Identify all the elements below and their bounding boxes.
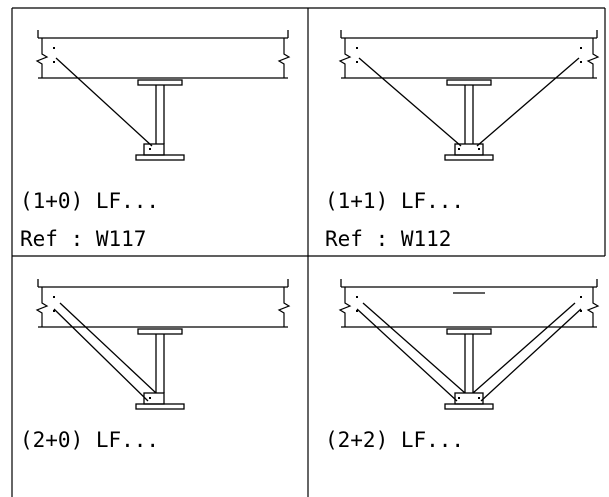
bolt-left-bottom: [53, 310, 55, 312]
bolt-right-top: [580, 296, 582, 298]
option-1-plus-1[interactable]: (1+1) LF... Ref : W112: [309, 8, 605, 256]
bolt-right-top: [580, 47, 582, 49]
brace-left: [55, 57, 153, 147]
option-drawing-2: [338, 30, 600, 161]
option-label: (2+0) LF...: [20, 428, 160, 452]
gusset-plate: [143, 392, 165, 405]
bolt-gusset-left: [458, 148, 460, 150]
beam-break-right: [277, 287, 291, 327]
bolt-left-bottom: [53, 61, 55, 63]
option-drawing-4: [338, 279, 600, 410]
bolt-left-top: [356, 47, 358, 49]
option-label: (1+0) LF...: [20, 189, 160, 213]
option-drawing-3: [35, 279, 291, 410]
bolt-left-top: [53, 296, 55, 298]
option-2-plus-2[interactable]: (2+2) LF...: [309, 257, 605, 495]
brace-left-a: [53, 308, 149, 402]
beam-break-right: [586, 287, 600, 327]
bolt-right-bottom: [580, 310, 582, 312]
brace-right-b: [472, 302, 576, 394]
bolt-gusset-left: [149, 148, 151, 150]
option-1-plus-0[interactable]: (1+0) LF... Ref : W117: [12, 8, 308, 256]
bolt-gusset-left: [149, 397, 151, 399]
brace-left: [358, 57, 462, 147]
bolt-left-bottom: [356, 61, 358, 63]
beam-break-left: [338, 38, 352, 78]
beam-break-right: [277, 38, 291, 78]
brace-right-a: [480, 308, 582, 402]
brace-right: [476, 57, 580, 147]
bolt-gusset-right: [478, 397, 480, 399]
beam-break-right: [586, 38, 600, 78]
bolt-gusset-right: [478, 148, 480, 150]
option-2-plus-0[interactable]: (2+0) LF...: [12, 257, 308, 495]
column-top-flange: [446, 328, 492, 335]
option-drawing-1: [35, 30, 291, 161]
bolt-left-bottom: [356, 310, 358, 312]
beam-break-left: [35, 287, 49, 327]
option-label: (1+1) LF...: [325, 189, 465, 213]
grid-lines: [11, 7, 606, 497]
bolt-left-top: [356, 296, 358, 298]
gusset-plate: [143, 143, 165, 156]
option-label: (2+2) LF...: [325, 428, 465, 452]
brace-left-b: [59, 302, 157, 394]
option-reference: Ref : W112: [325, 227, 452, 251]
column-top-flange: [137, 328, 183, 335]
bolt-right-bottom: [580, 61, 582, 63]
option-reference: Ref : W117: [20, 227, 147, 251]
column-top-flange: [137, 79, 183, 86]
beam-break-left: [338, 287, 352, 327]
bolt-left-top: [53, 47, 55, 49]
beam-break-left: [35, 38, 49, 78]
gusset-plate: [454, 143, 484, 156]
column-top-flange: [446, 79, 492, 86]
brace-left-a: [356, 308, 458, 402]
bolt-gusset-left: [458, 397, 460, 399]
brace-left-b: [362, 302, 466, 394]
